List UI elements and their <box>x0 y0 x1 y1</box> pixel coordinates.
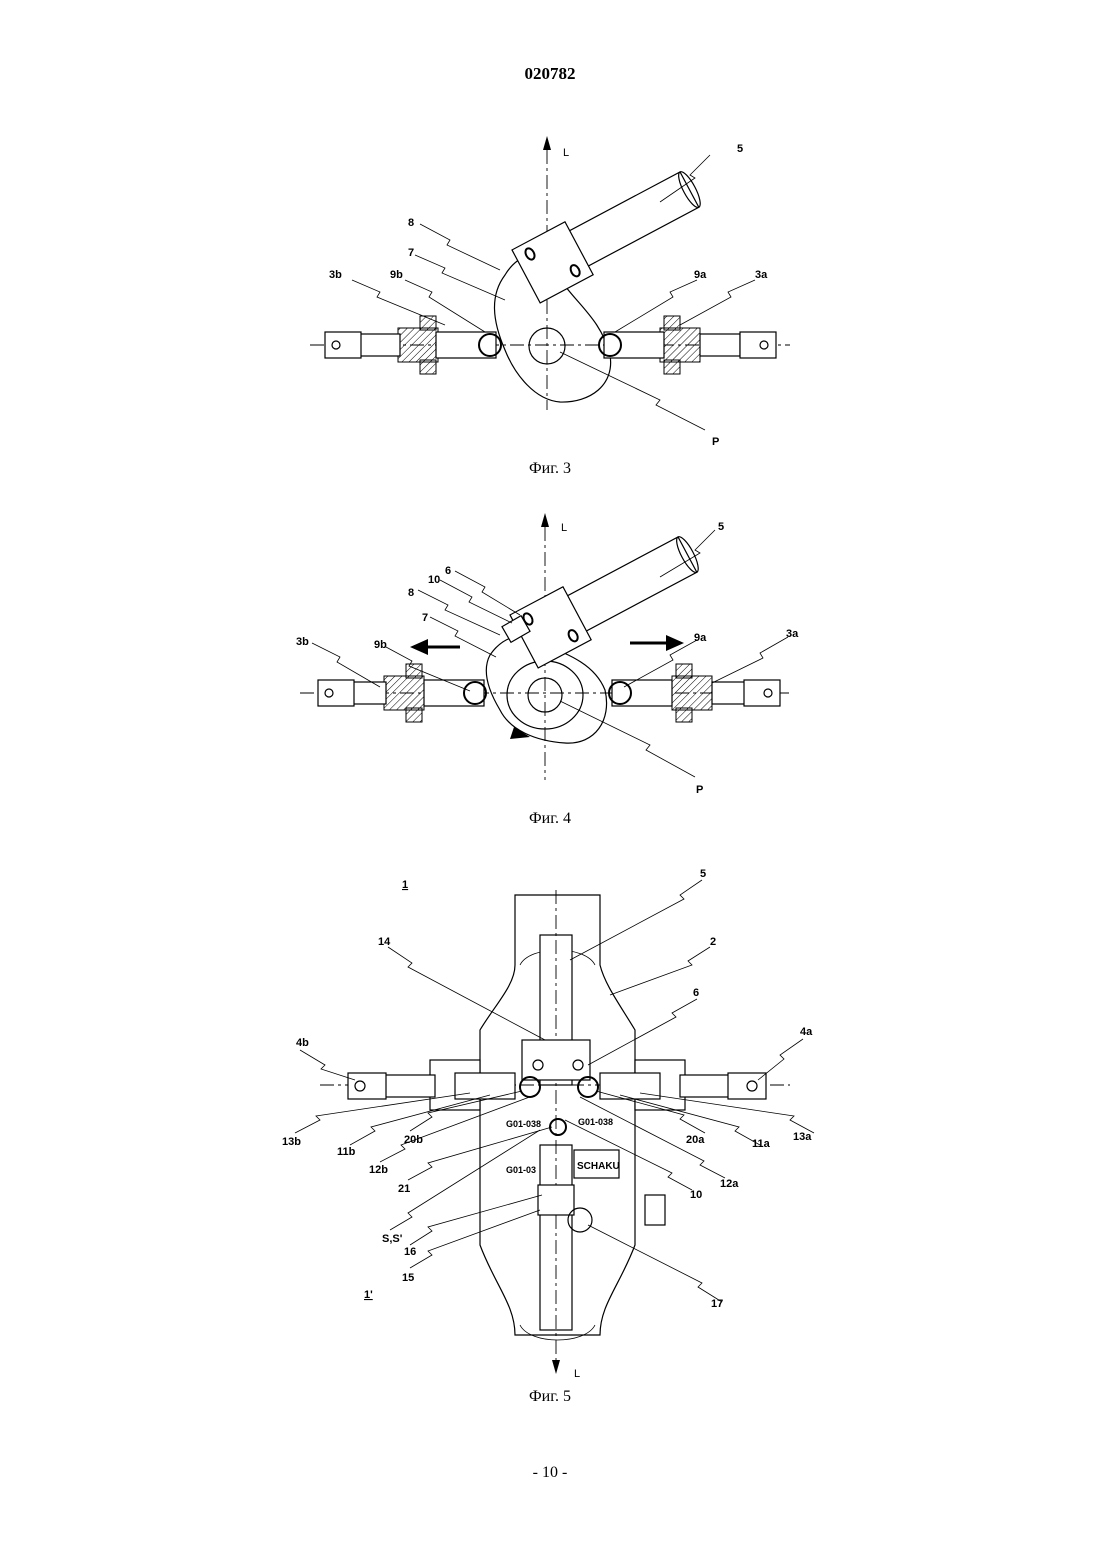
label-17: 17 <box>711 1298 723 1310</box>
lever-5 <box>510 525 707 668</box>
arm-3b <box>325 316 501 374</box>
label-3b: 3b <box>296 636 309 648</box>
label-15: 15 <box>402 1272 414 1284</box>
label-20b: 20b <box>404 1134 423 1146</box>
label-5: 5 <box>737 143 743 155</box>
arm-3b <box>318 664 486 722</box>
leader-3a <box>712 637 788 683</box>
leader-5 <box>570 880 702 960</box>
label-5: 5 <box>718 521 724 533</box>
leader-8 <box>418 590 500 635</box>
label-2: 2 <box>710 936 716 948</box>
pin-21 <box>550 1119 566 1135</box>
figure-5-drawing: L G01-038 G01-03 SCHAKU G01-038 <box>0 855 1100 1385</box>
label-7: 7 <box>408 247 414 259</box>
document-number: 020782 <box>0 64 1100 84</box>
label-9a: 9a <box>694 632 707 644</box>
axis-arrowhead <box>543 136 551 150</box>
label-4a: 4a <box>800 1026 813 1038</box>
label-9b: 9b <box>374 639 387 651</box>
side-stub <box>645 1195 665 1225</box>
label-11a: 11a <box>752 1138 771 1150</box>
figure-3-drawing: L 5 8 7 3b 9b <box>0 120 1100 450</box>
label-20a: 20a <box>686 1134 705 1146</box>
label-L: L <box>561 522 567 534</box>
figure-3-caption: Фиг. 3 <box>0 460 1100 478</box>
label-21: 21 <box>398 1183 410 1195</box>
label-12a: 12a <box>720 1178 739 1190</box>
label-10: 10 <box>690 1189 702 1201</box>
figure-4-drawing: L <box>0 505 1100 800</box>
label-10: 10 <box>428 574 440 586</box>
label-3b: 3b <box>329 269 342 281</box>
leader-7 <box>415 255 505 300</box>
arrow-left-icon <box>410 639 460 655</box>
label-P: P <box>696 784 703 796</box>
leader-14 <box>388 947 545 1040</box>
nameplate-lower: G01-03 <box>506 1165 536 1175</box>
leader-15 <box>410 1210 540 1268</box>
leader-P <box>560 701 695 777</box>
label-16: 16 <box>404 1246 416 1258</box>
leader-6 <box>588 999 697 1065</box>
label-L: L <box>563 147 569 159</box>
label-P: P <box>712 436 719 448</box>
label-SS: S,S' <box>382 1233 403 1245</box>
axis-arrowhead <box>552 1360 560 1374</box>
label-12b: 12b <box>369 1164 388 1176</box>
arm-4a <box>600 1060 766 1110</box>
leader-3a <box>680 280 755 325</box>
nameplate-left: G01-038 <box>506 1119 541 1129</box>
label-8: 8 <box>408 587 414 599</box>
lock-block-16 <box>538 1185 574 1215</box>
lever-5 <box>512 160 709 303</box>
label-6: 6 <box>445 565 451 577</box>
leader-17 <box>588 1225 722 1302</box>
schaku-label: SCHAKU <box>577 1161 620 1172</box>
arm-3a <box>609 664 780 722</box>
label-6: 6 <box>693 987 699 999</box>
label-7: 7 <box>422 612 428 624</box>
arrow-right-icon <box>630 635 684 651</box>
arm-4b <box>348 1060 515 1110</box>
label-11b: 11b <box>337 1146 356 1158</box>
figure-5-caption: Фиг. 5 <box>0 1388 1100 1406</box>
label-8: 8 <box>408 217 414 229</box>
label-9a: 9a <box>694 269 707 281</box>
leader-8 <box>420 224 500 270</box>
axis-arrowhead <box>541 513 549 527</box>
leader-10 <box>440 580 512 623</box>
leader-4b <box>300 1050 355 1080</box>
label-3a: 3a <box>786 628 799 640</box>
label-1-prime: 1' <box>364 1289 373 1301</box>
leader-16 <box>410 1195 542 1245</box>
label-5: 5 <box>700 868 706 880</box>
leader-P <box>560 352 705 430</box>
nameplate-right: G01-038 <box>578 1117 613 1127</box>
arm-3a <box>599 316 776 374</box>
label-9b: 9b <box>390 269 403 281</box>
label-L: L <box>574 1368 580 1380</box>
label-3a: 3a <box>755 269 768 281</box>
label-13a: 13a <box>793 1131 812 1143</box>
label-1: 1 <box>402 879 408 891</box>
leader-9a <box>615 280 697 332</box>
leader-9b <box>405 280 485 332</box>
cam-tip <box>510 727 530 739</box>
label-14: 14 <box>378 936 391 948</box>
figure-4-caption: Фиг. 4 <box>0 810 1100 828</box>
label-4b: 4b <box>296 1037 309 1049</box>
label-13b: 13b <box>282 1136 301 1148</box>
page-number: - 10 - <box>0 1464 1100 1482</box>
leader-7 <box>430 617 496 657</box>
